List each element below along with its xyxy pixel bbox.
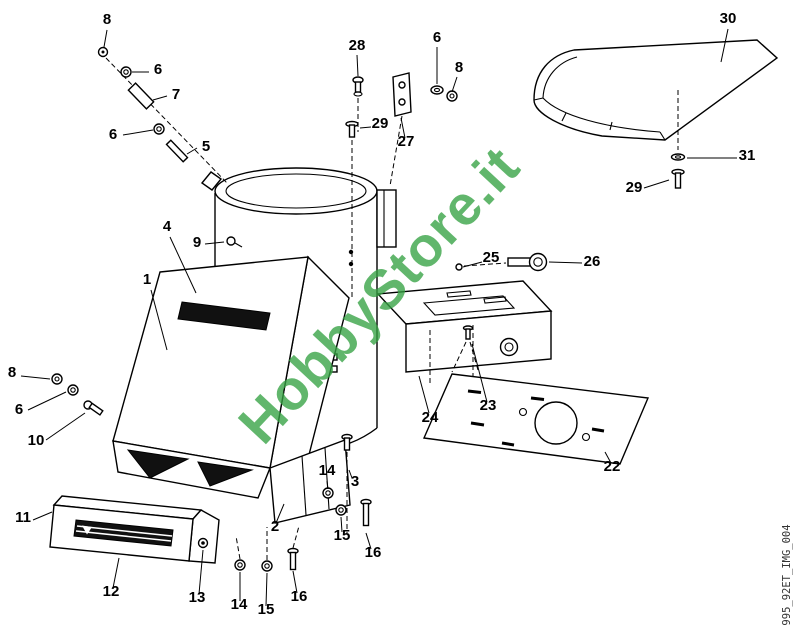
washer-15-a	[335, 504, 347, 516]
callout-label: 14	[231, 596, 248, 613]
mount-plate-part-22	[422, 373, 650, 465]
callout-label: 31	[739, 147, 756, 164]
callout-label: 16	[291, 588, 308, 605]
bolt-26-head	[528, 252, 548, 272]
frame-fasteners	[451, 252, 548, 373]
callout-label: 8	[8, 364, 16, 381]
panel-slot	[73, 519, 174, 547]
callout-label: 29	[626, 179, 643, 196]
callout-label: 23	[480, 397, 497, 414]
callout-label: 11	[15, 509, 31, 526]
washer-31	[670, 153, 686, 161]
callout-label: 2	[271, 518, 279, 535]
image-code: 995_92ET_IMG_004	[781, 524, 793, 625]
callout-label: 4	[163, 218, 172, 235]
callout-label: 15	[258, 601, 275, 618]
callout-label: 6	[433, 29, 441, 46]
washer-6-b	[153, 123, 165, 135]
base-frame-part-24	[376, 280, 553, 384]
callout-label: 29	[372, 115, 389, 132]
callout-label: 14	[319, 462, 336, 479]
callout-label: 1	[143, 271, 151, 288]
washer-14-a	[322, 487, 334, 499]
washer-6-top	[430, 85, 444, 95]
pivot-hole	[499, 337, 519, 357]
rim-bracket	[376, 189, 397, 248]
callout-label: 16	[365, 544, 382, 561]
callout-label: 3	[351, 473, 359, 490]
bolt-8-left	[51, 373, 63, 385]
callout-label: 10	[28, 432, 45, 449]
spout-fasteners	[322, 433, 372, 533]
callout-label: 8	[103, 11, 111, 28]
callout-label: 13	[189, 589, 206, 606]
warning-triangle-icon	[82, 525, 92, 535]
callout-label: 30	[720, 10, 737, 27]
callout-label: 25	[483, 249, 500, 266]
washer-15-b	[261, 560, 273, 572]
discharge-spout-part-2	[269, 439, 351, 524]
hopper-drum	[200, 167, 397, 450]
panel-fasteners	[234, 525, 300, 572]
washer-6-left	[67, 384, 79, 396]
callout-label: 12	[103, 583, 120, 600]
left-fasteners	[51, 373, 104, 416]
callout-label: 22	[604, 458, 621, 475]
callout-label: 6	[15, 401, 23, 418]
nut-8-top	[446, 90, 458, 102]
chute	[112, 255, 350, 499]
washer-6-a	[120, 66, 132, 78]
bolt-9	[226, 236, 236, 246]
callout-label: 28	[349, 37, 366, 54]
callout-label: 15	[334, 527, 351, 544]
bracket-27	[392, 72, 412, 117]
callout-label: 6	[109, 126, 117, 143]
spacer-7	[127, 82, 155, 110]
callout-label: 7	[172, 86, 180, 103]
callout-label: 27	[398, 133, 415, 150]
pin-5	[165, 139, 189, 163]
bolt-26-shaft	[507, 257, 533, 267]
leader-lines	[20, 28, 737, 607]
top-fasteners	[345, 72, 458, 298]
callout-label: 9	[193, 234, 201, 251]
pin-25	[455, 263, 463, 271]
rim-tab	[200, 171, 223, 191]
callout-label: 8	[455, 59, 463, 76]
callouts: 8 6 7 6 5 28 6 8 29 27 30 31 29 4 9 1 25…	[8, 10, 756, 618]
callout-label: 26	[584, 253, 601, 270]
cover-part-30	[533, 39, 779, 189]
control-panel	[49, 495, 220, 564]
callout-label: 5	[202, 138, 210, 155]
callout-label: 24	[422, 409, 439, 426]
hinge-pin-assembly	[97, 46, 229, 185]
callout-label: 6	[154, 61, 162, 78]
chute-slot	[177, 301, 271, 331]
washer-14-b	[234, 559, 246, 571]
